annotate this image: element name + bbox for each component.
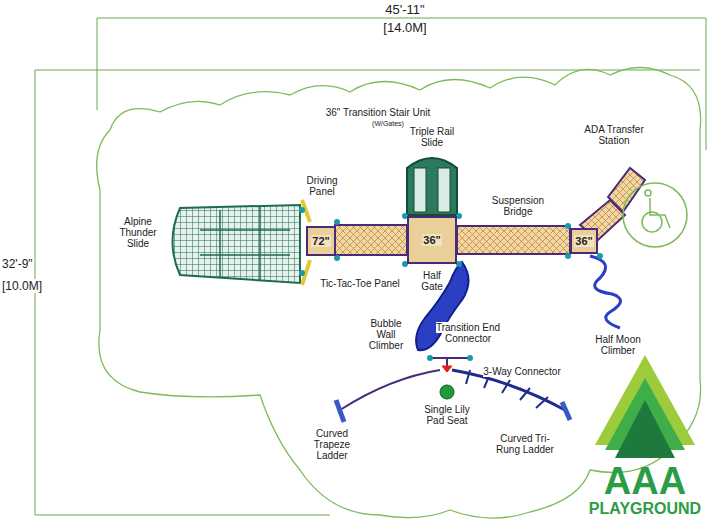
part-label: Triple Rail Slide	[402, 126, 462, 148]
deck-platform: 72"	[306, 226, 336, 256]
part-label: Half Moon Climber	[590, 334, 646, 356]
part-label: Suspension Bridge	[483, 195, 553, 217]
suspension-bridge	[457, 226, 570, 254]
part-label: Transition End Connector	[428, 322, 508, 344]
deck-height: 36"	[422, 234, 441, 246]
triple-rail-slide	[407, 158, 457, 215]
logo-text: AAA	[585, 460, 705, 503]
part-label: ADA Transfer Station	[584, 124, 644, 146]
part-label: Bubble Wall Climber	[361, 318, 411, 351]
transition-stair	[335, 225, 407, 255]
logo-mark	[595, 355, 695, 458]
deck-height: 72"	[311, 235, 330, 247]
part-label: [10.0M]	[2, 280, 36, 293]
part-label: Curved Tri-Rung Ladder	[493, 433, 557, 455]
part-label: 3-Way Connector	[477, 366, 567, 377]
part-label: Half Gate	[412, 270, 452, 292]
logo-text: PLAYGROUND	[585, 500, 705, 518]
part-label: (W/Gates)	[358, 120, 418, 128]
part-label: [14.0M]	[365, 20, 445, 35]
half-moon-climber	[590, 256, 621, 328]
deck-height: 36"	[574, 235, 593, 247]
part-label: Curved Trapeze Ladder	[302, 428, 362, 461]
part-label: 36" Transition Stair Unit	[303, 107, 453, 118]
part-label: Tic-Tac-Toe Panel	[315, 278, 405, 289]
part-label: 45'-11"	[365, 2, 445, 17]
dimension-lines	[35, 18, 706, 515]
part-label: 32'-9"	[2, 258, 36, 271]
part-label: Single Lily Pad Seat	[419, 404, 475, 426]
part-label: Alpine Thunder Slide	[110, 216, 166, 249]
wheelchair-symbol	[623, 183, 687, 247]
part-label: Driving Panel	[294, 175, 350, 197]
lily-pad-seat	[440, 385, 454, 399]
tube-slide	[173, 205, 301, 283]
deck-platform: 36"	[570, 228, 598, 254]
use-zone-outline	[97, 68, 701, 519]
deck-platform: 36"	[407, 216, 457, 264]
posts	[299, 207, 603, 361]
